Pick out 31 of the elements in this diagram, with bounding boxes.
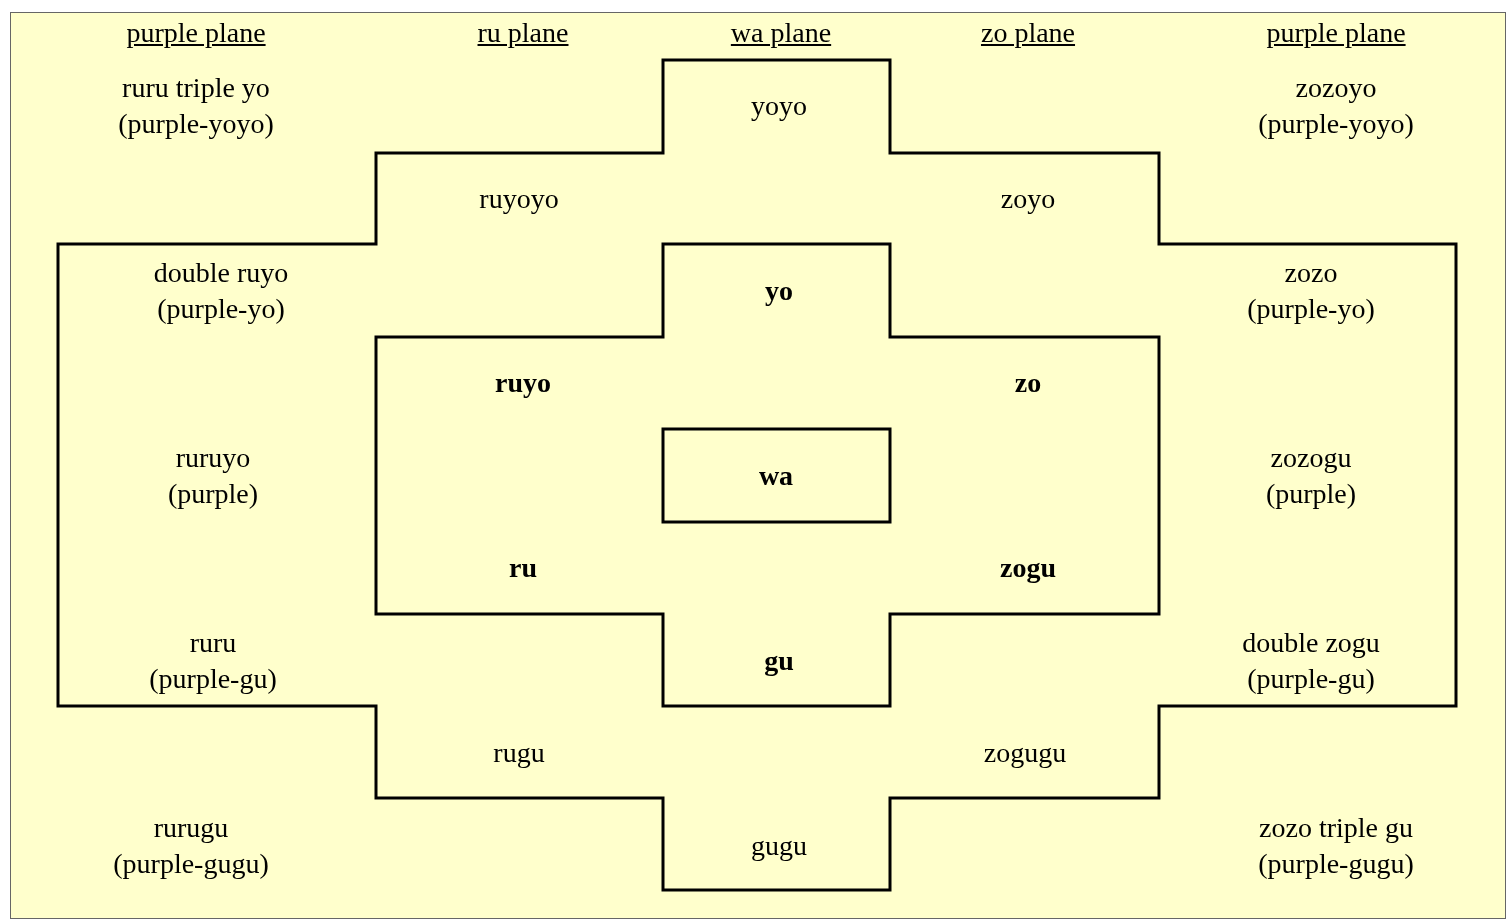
cell-label: double zogu (purple-gu) [1242, 626, 1380, 696]
corner-label: zozo triple gu (purple-gugu) [1258, 811, 1414, 881]
cell-label: zoyo [1000, 182, 1056, 216]
cell-label: rugu [493, 736, 545, 770]
cell-label: wa [758, 459, 794, 493]
cell-label: ruru (purple-gu) [149, 626, 277, 696]
cell-label: double ruyo (purple-yo) [153, 256, 289, 326]
corner-label: rurugu (purple-gugu) [113, 811, 269, 881]
cell-label: yo [765, 274, 793, 308]
center-box [663, 429, 890, 522]
cell-label: ru [509, 551, 537, 585]
column-heading: purple plane [126, 16, 266, 50]
column-heading: zo plane [980, 16, 1076, 50]
corner-label: zozoyo (purple-yoyo) [1258, 71, 1414, 141]
cell-label: gugu [751, 829, 807, 863]
outer-cross-outline [58, 60, 1456, 890]
corner-label: ruru triple yo (purple-yoyo) [118, 71, 274, 141]
cell-label: zogugu [983, 736, 1067, 770]
cell-label: zo [1014, 366, 1042, 400]
column-heading: purple plane [1266, 16, 1406, 50]
cell-label: ruyo [495, 366, 551, 400]
inner-cross-outline [376, 244, 1159, 706]
cell-label: yoyo [751, 89, 807, 123]
cell-label: zozo (purple-yo) [1247, 256, 1375, 326]
column-heading: wa plane [730, 16, 832, 50]
cell-label: gu [764, 644, 794, 678]
cell-label: zozogu (purple) [1265, 441, 1357, 511]
cell-label: zogu [1000, 551, 1056, 585]
cell-label: ruruyo (purple) [167, 441, 259, 511]
cell-label: ruyoyo [479, 182, 559, 216]
column-heading: ru plane [477, 16, 569, 50]
